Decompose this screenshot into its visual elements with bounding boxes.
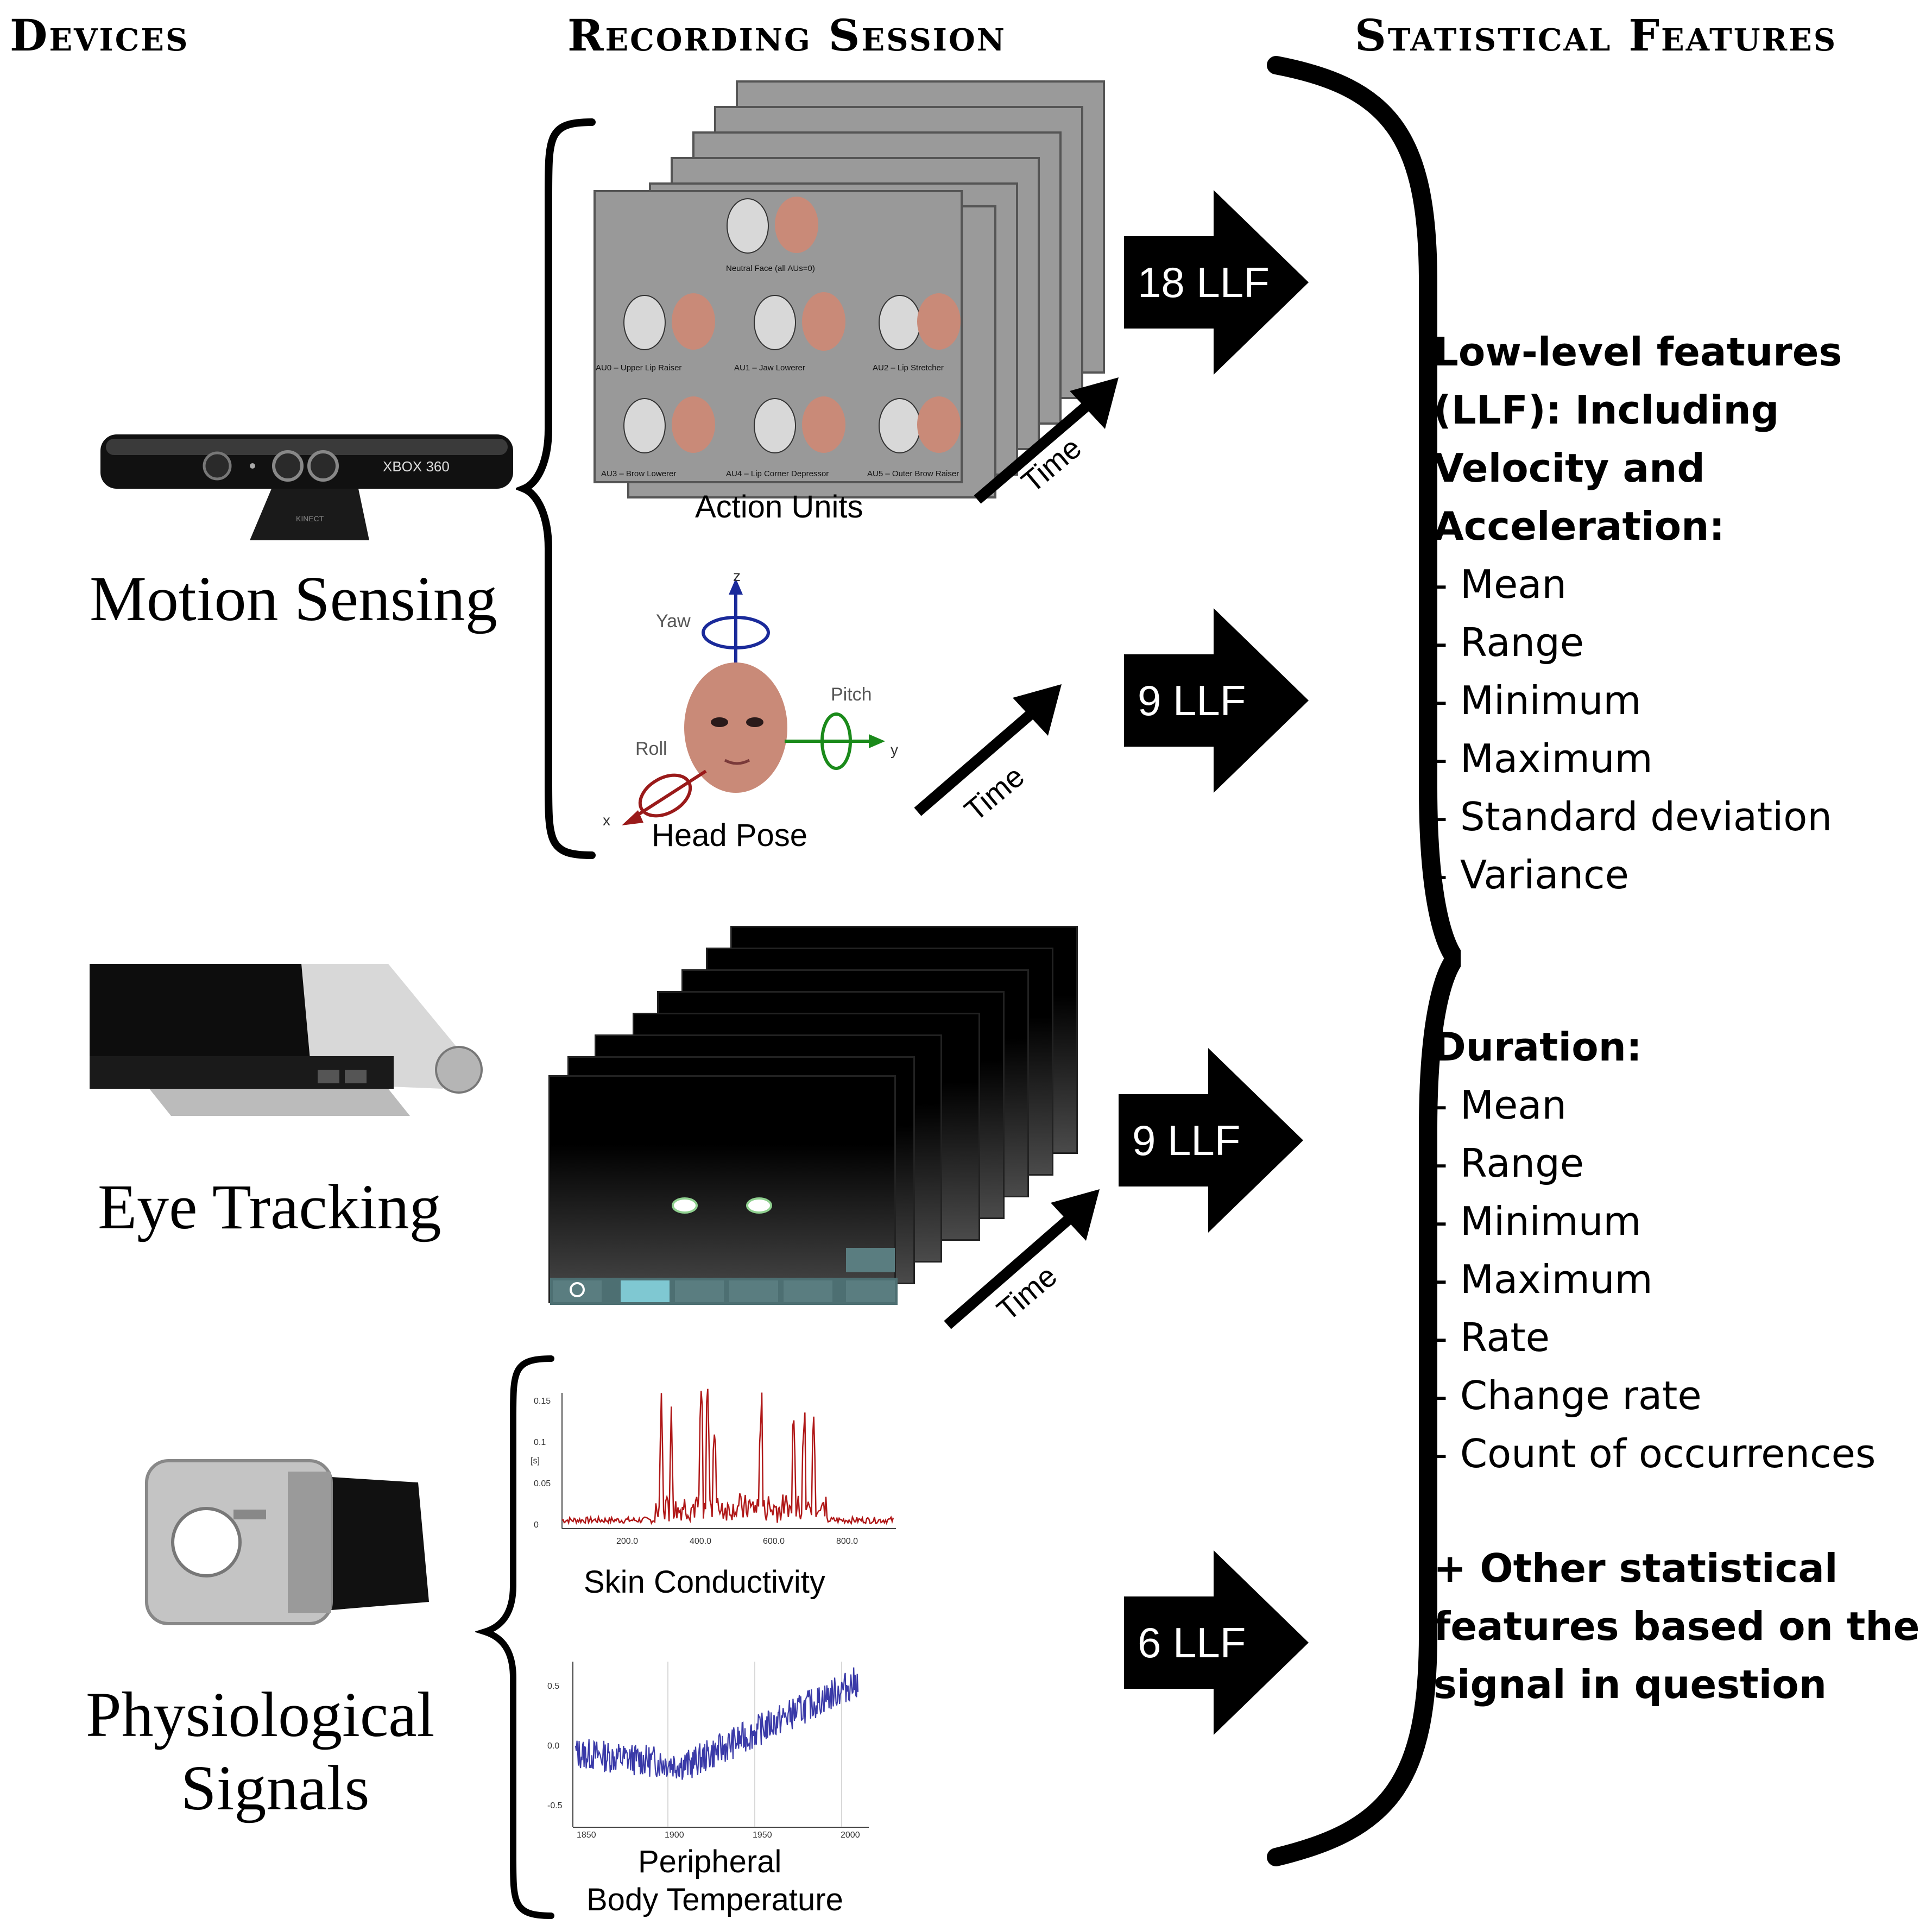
pose-pitch-label: Pitch xyxy=(831,684,872,705)
llf-pose-label: 9 LLF xyxy=(1138,677,1246,724)
other-line3: signal in question xyxy=(1434,1662,1827,1707)
pose-axis-x-label: x xyxy=(603,812,610,829)
skin-signal-line xyxy=(561,1388,894,1525)
temp-signal-line xyxy=(574,1667,859,1780)
statistical-features-header: Statistical Features xyxy=(1355,10,1838,61)
other-features-block: + Other statistical features based on th… xyxy=(1434,1539,1920,1714)
temp-x-tick: 1950 xyxy=(753,1831,772,1840)
time-arrow-pose xyxy=(914,684,1062,816)
duration-item-mean: - Mean xyxy=(1434,1082,1567,1128)
head-pose-diagram: z Yaw Pitch y Roll x xyxy=(603,567,898,829)
duration-heading: Duration: xyxy=(1434,1024,1642,1070)
temp-y-tick: 0.0 xyxy=(547,1741,559,1751)
llf-item-range: - Range xyxy=(1434,620,1584,665)
llf-arrow-physio: 6 LLF xyxy=(1124,1550,1309,1735)
llf-heading-line3: Velocity and xyxy=(1434,445,1705,491)
motion-brace xyxy=(516,118,596,859)
pose-yaw-label: Yaw xyxy=(656,611,691,632)
llf-item-mean: - Mean xyxy=(1434,561,1567,607)
temp-x-tick: 1850 xyxy=(577,1831,596,1840)
pose-axis-z-label: z xyxy=(733,567,741,584)
llf-arrow-eye: 9 LLF xyxy=(1119,1048,1303,1233)
body-temperature-plot: 0.5 0.0 -0.5 1850 1900 1950 2000 xyxy=(547,1662,869,1840)
physiological-label-line1: Physiological xyxy=(86,1679,435,1750)
llf-features-block: Low-level features (LLF): Including Velo… xyxy=(1434,323,1842,904)
temp-y-tick: 0.5 xyxy=(547,1682,559,1691)
skin-y-tick: 0.15 xyxy=(534,1397,551,1406)
au-label-au3: AU3 – Brow Lowerer xyxy=(601,469,677,478)
duration-item-minimum: - Minimum xyxy=(1434,1198,1641,1244)
body-temperature-caption-line1: Peripheral xyxy=(638,1844,782,1879)
skin-y-tick: 0.1 xyxy=(534,1438,546,1447)
time-arrow-au xyxy=(974,377,1119,504)
duration-item-change-rate: - Change rate xyxy=(1434,1373,1702,1418)
action-units-caption: Action Units xyxy=(695,489,863,525)
skin-x-tick: 200.0 xyxy=(616,1537,638,1546)
eye-tracking-front-frame xyxy=(548,1075,898,1305)
llf-physio-label: 6 LLF xyxy=(1138,1619,1246,1667)
skin-y-tick: 0 xyxy=(534,1520,539,1530)
temp-x-tick: 2000 xyxy=(841,1831,860,1840)
skin-conductivity-caption: Skin Conductivity xyxy=(584,1564,825,1600)
au-label-au4: AU4 – Lip Corner Depressor xyxy=(726,469,829,478)
duration-features-block: Duration: - Mean - Range - Minimum - Max… xyxy=(1434,1018,1876,1483)
au-label-au2: AU2 – Lip Stretcher xyxy=(873,363,944,373)
time-arrow-eye xyxy=(944,1189,1100,1329)
skin-y-unit: [s] xyxy=(531,1456,540,1466)
action-units-front-frame: Neutral Face (all AUs=0) AU0 – Upper Lip… xyxy=(594,190,963,483)
llf-heading-line4: Acceleration: xyxy=(1434,503,1725,549)
body-temperature-caption-line2: Body Temperature xyxy=(586,1882,843,1917)
llf-arrow-pose: 9 LLF xyxy=(1124,608,1309,793)
llf-au-label: 18 LLF xyxy=(1138,258,1270,306)
au-label-au5: AU5 – Outer Brow Raiser xyxy=(867,469,959,478)
llf-item-std: - Standard deviation xyxy=(1434,794,1832,840)
skin-x-tick: 800.0 xyxy=(836,1537,858,1546)
llf-item-variance: - Variance xyxy=(1434,852,1629,898)
llf-heading-line2: (LLF): Including xyxy=(1434,387,1779,433)
llf-eye-label: 9 LLF xyxy=(1132,1116,1240,1164)
duration-item-maximum: - Maximum xyxy=(1434,1257,1653,1302)
wristband-image xyxy=(145,1459,429,1625)
skin-x-tick: 400.0 xyxy=(690,1537,711,1546)
skin-x-tick: 600.0 xyxy=(763,1537,785,1546)
skin-y-tick: 0.05 xyxy=(534,1479,551,1488)
recording-session-header: Recording Session xyxy=(567,10,1006,61)
au-label-au0: AU0 – Upper Lip Raiser xyxy=(596,363,682,373)
temp-y-tick: -0.5 xyxy=(547,1801,563,1810)
llf-heading-line1: Low-level features xyxy=(1434,329,1842,375)
au-label-neutral: Neutral Face (all AUs=0) xyxy=(726,264,815,273)
skin-conductivity-plot: 0.15 0.1 0.05 0 200.0 400.0 600.0 800.0 [s] xyxy=(531,1388,896,1546)
physio-brace xyxy=(475,1355,554,1919)
llf-item-maximum: - Maximum xyxy=(1434,736,1653,781)
pose-axis-y-label: y xyxy=(891,741,898,758)
other-line1: + Other statistical xyxy=(1434,1545,1838,1591)
kinect-sensor-image: XBOX 360 KINECT xyxy=(100,434,513,540)
llf-item-minimum: - Minimum xyxy=(1434,678,1641,723)
kinect-brand-label: XBOX 360 xyxy=(383,458,450,475)
pose-roll-label: Roll xyxy=(635,739,667,759)
motion-sensing-label: Motion Sensing xyxy=(90,563,497,634)
physiological-label-line2: Signals xyxy=(181,1752,370,1823)
duration-item-rate: - Rate xyxy=(1434,1315,1550,1360)
devices-header: Devices xyxy=(10,10,190,61)
eye-calibration-screen xyxy=(550,1197,898,1305)
duration-item-count: - Count of occurrences xyxy=(1434,1431,1876,1476)
au-label-au1: AU1 – Jaw Lowerer xyxy=(734,363,805,373)
features-brace xyxy=(1267,56,1461,1866)
kinect-base-label: KINECT xyxy=(296,514,324,523)
head-pose-caption: Head Pose xyxy=(652,818,807,853)
llf-arrow-au: 18 LLF xyxy=(1124,190,1309,375)
eye-tracking-label: Eye Tracking xyxy=(98,1171,441,1242)
au-face-grid xyxy=(623,197,961,453)
other-line2: features based on the xyxy=(1434,1604,1920,1649)
temp-x-tick: 1900 xyxy=(665,1831,684,1840)
duration-item-range: - Range xyxy=(1434,1140,1584,1186)
eye-tracker-image xyxy=(90,964,483,1116)
